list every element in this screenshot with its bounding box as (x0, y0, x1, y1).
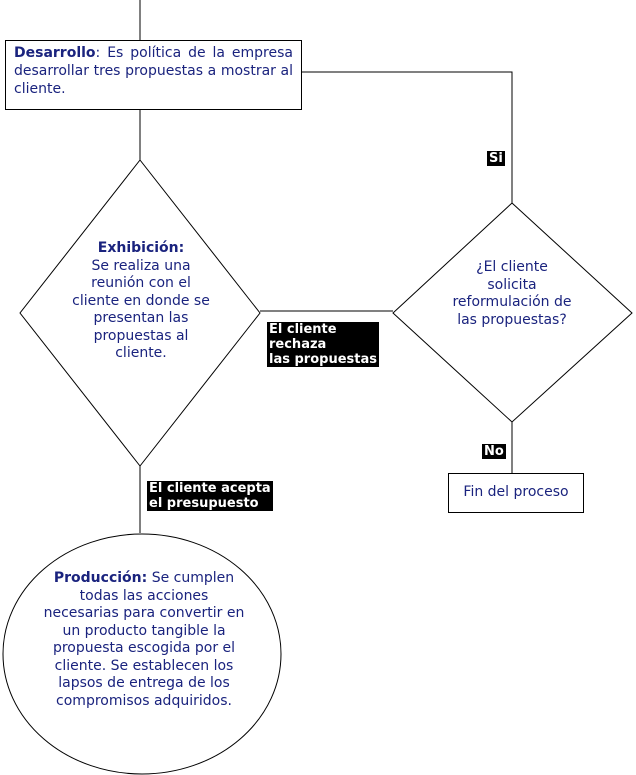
produccion-text: Producción: Se cumplen todas las accione… (40, 570, 248, 710)
decision-diamond (392, 202, 633, 423)
desarrollo-box: Desarrollo: Es política de la empresa de… (5, 40, 302, 110)
produccion-ellipse (2, 533, 282, 775)
label-si: Si (487, 151, 505, 166)
exhibicion-diamond (19, 159, 261, 467)
label-rechaza: El cliente rechaza las propuestas (267, 322, 379, 367)
produccion-body: Se cumplen todas las acciones necesarias… (43, 570, 245, 709)
decision-text: ¿El cliente solicita reformulación de la… (452, 259, 572, 328)
produccion-title: Producción: (53, 570, 148, 586)
connector-si-loop (302, 71, 513, 203)
exhibicion-body: Se realiza una reunión con el cliente en… (72, 257, 210, 362)
label-no: No (482, 444, 506, 459)
fin-box: Fin del proceso (448, 473, 584, 513)
exhibicion-text: Exhibición: Se realiza una reunión con e… (70, 240, 212, 363)
label-acepta: El cliente acepta el presupuesto (147, 481, 273, 511)
desarrollo-title: Desarrollo (14, 45, 96, 61)
exhibicion-title: Exhibición: (97, 240, 185, 256)
desarrollo-text: : Es política de la empresa desarrollar … (14, 45, 293, 97)
